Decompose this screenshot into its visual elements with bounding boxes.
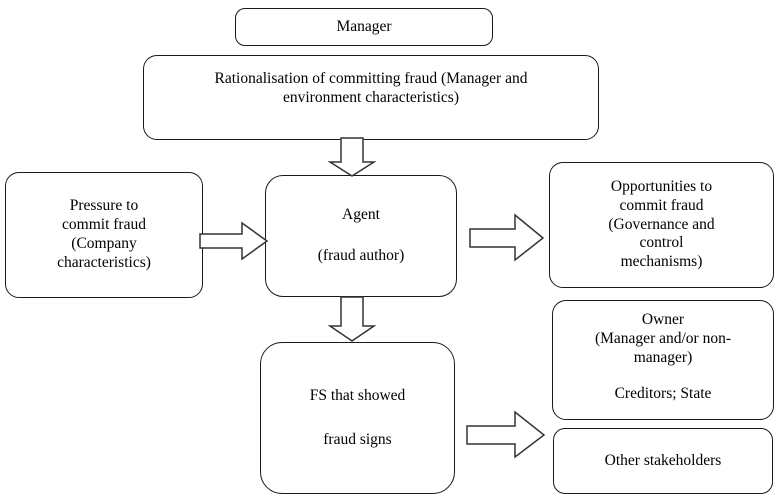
arrow-fs-to-stakeholders-icon — [466, 410, 546, 459]
arrow-rationalisation-to-agent-icon — [327, 137, 377, 177]
node-owner-line-3: manager) — [633, 348, 693, 366]
node-agent[interactable]: Agent (fraud author) — [265, 175, 457, 297]
node-other-stakeholders[interactable]: Other stakeholders — [553, 428, 773, 494]
node-fs-line-2: fraud signs — [323, 430, 392, 448]
node-opportunities-line-4: control — [639, 234, 684, 252]
arrow-agent-to-fs-icon — [327, 296, 377, 342]
arrow-agent-to-opportunities-icon — [469, 213, 545, 262]
node-opportunities-line-3: (Governance and — [608, 215, 715, 233]
node-pressure-line-3: (Company — [71, 235, 137, 252]
node-owner-line-1: Owner — [641, 311, 685, 328]
node-other-stakeholders-line-1: Other stakeholders — [604, 451, 722, 469]
node-manager-line-1: Manager — [336, 18, 392, 36]
node-owner-line-2: (Manager and/or non- — [594, 329, 731, 347]
node-rationalisation-line-2: environment characteristics) — [282, 88, 460, 106]
node-pressure-to-commit-fraud[interactable]: Pressure to commit fraud (Company charac… — [5, 172, 203, 298]
node-opportunities-line-5: mechanisms) — [620, 253, 703, 271]
arrow-pressure-to-agent-icon — [199, 221, 269, 261]
node-fs-fraud-signs[interactable]: FS that showed fraud signs — [260, 342, 455, 494]
node-owner-text: Owner (Manager and/or non- manager) Cred… — [553, 301, 773, 404]
node-other-stakeholders-text: Other stakeholders — [554, 452, 772, 471]
node-owner-line-4: Creditors; State — [614, 384, 712, 402]
node-pressure-line-4: characteristics) — [57, 253, 151, 271]
node-rationalisation-line-1: Rationalisation of committing fraud (Man… — [214, 70, 528, 87]
node-opportunities-line-1: Opportunities to — [610, 177, 713, 195]
node-agent-text: Agent (fraud author) — [266, 206, 456, 266]
node-pressure-line-1: Pressure to — [69, 197, 139, 215]
node-fs-line-1: FS that showed — [309, 386, 406, 404]
node-opportunities-text: Opportunities to commit fraud (Governanc… — [550, 178, 773, 273]
node-rationalisation[interactable]: Rationalisation of committing fraud (Man… — [143, 55, 599, 140]
node-manager[interactable]: Manager — [235, 8, 493, 46]
node-agent-line-1: Agent — [342, 206, 380, 224]
node-rationalisation-text: Rationalisation of committing fraud (Man… — [144, 56, 598, 108]
node-pressure-text: Pressure to commit fraud (Company charac… — [6, 197, 202, 273]
node-opportunities-to-commit-fraud[interactable]: Opportunities to commit fraud (Governanc… — [549, 162, 774, 288]
node-fs-text: FS that showed fraud signs — [261, 387, 454, 450]
node-manager-text: Manager — [236, 17, 492, 37]
node-agent-line-2: (fraud author) — [317, 247, 405, 264]
node-owner[interactable]: Owner (Manager and/or non- manager) Cred… — [552, 300, 774, 420]
node-opportunities-line-2: commit fraud — [619, 196, 704, 214]
node-pressure-line-2: commit fraud — [62, 216, 146, 234]
